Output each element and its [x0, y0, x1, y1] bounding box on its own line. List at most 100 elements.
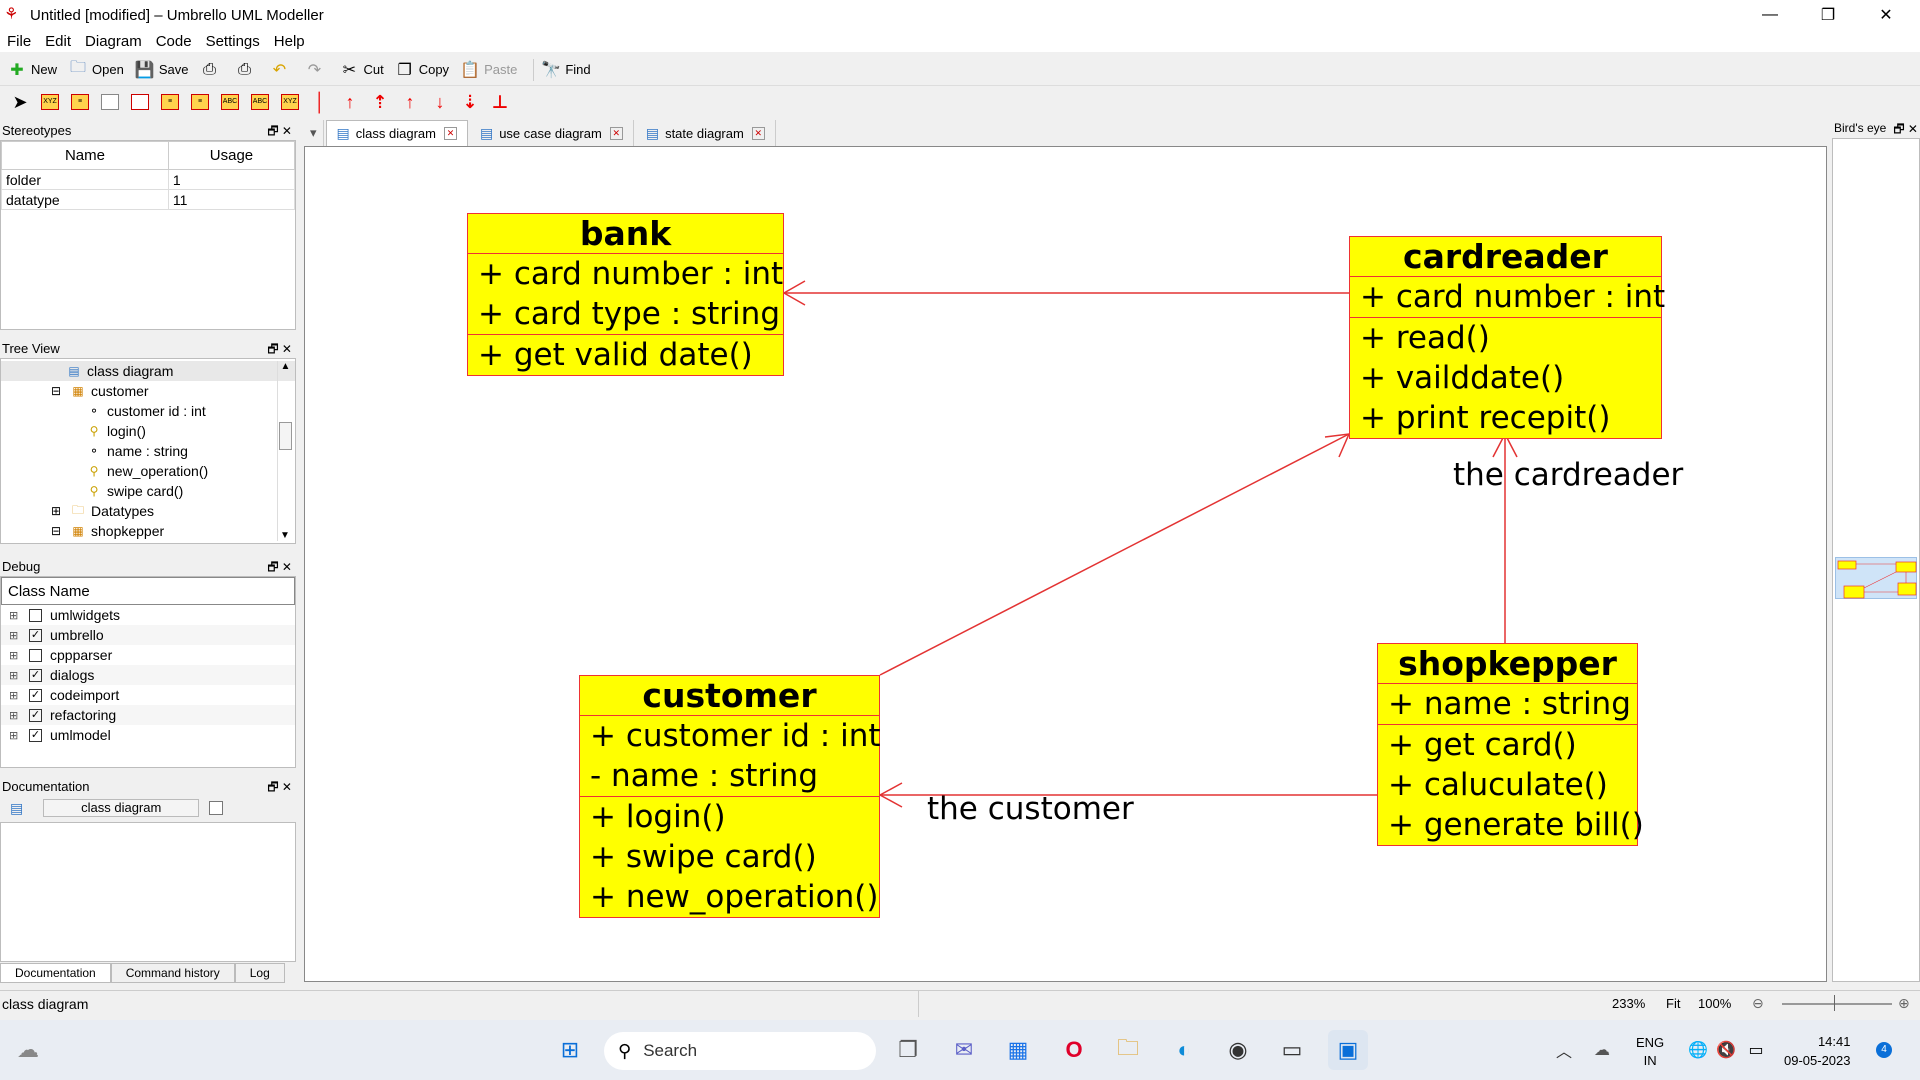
tab-class-diagram[interactable]: ▤class diagram✕ [325, 120, 468, 146]
edge-icon[interactable]: ◐ [1177, 1037, 1191, 1062]
expand-icon[interactable]: ⊞ [9, 709, 19, 722]
list-item[interactable]: ⊞✓dialogs [1, 665, 295, 685]
stereotypes-col-usage[interactable]: Usage [167, 141, 296, 170]
expand-icon[interactable]: ⊞ [9, 729, 19, 742]
save-button[interactable]: 💾Save [134, 59, 189, 81]
association-tool[interactable]: ↑ [398, 90, 422, 114]
start-icon[interactable]: ⊞ [560, 1037, 580, 1062]
open-button[interactable]: 🗀Open [67, 59, 124, 81]
tree-item[interactable]: ⊞🗀Datatypes [1, 501, 295, 521]
expand-icon[interactable]: ⊞ [9, 669, 19, 682]
stereotypes-col-name[interactable]: Name [1, 141, 169, 170]
list-item[interactable]: ⊞✓codeimport [1, 685, 295, 705]
dock-float-close-icons[interactable]: 🗗 ✕ [267, 342, 292, 356]
list-item[interactable]: ⊞umlwidgets [1, 605, 295, 625]
anchor-tool[interactable] [98, 90, 122, 114]
find-button[interactable]: 🔭Find [540, 59, 590, 81]
tree-item[interactable]: ⚬name : string [1, 441, 295, 461]
tree-scrollbar[interactable]: ▲ ▼ [277, 361, 293, 541]
diagram-canvas[interactable]: bank + card number : int + card type : s… [304, 146, 1827, 982]
store-icon[interactable]: ▦ [1007, 1037, 1029, 1062]
tab-command-history[interactable]: Command history [110, 963, 235, 983]
zoom-slider[interactable] [1782, 1003, 1892, 1005]
zoom-out-icon[interactable]: ⊖ [1752, 995, 1764, 1011]
redo-button[interactable]: ↷ [303, 59, 328, 81]
menu-settings[interactable]: Settings [205, 32, 260, 50]
zoom-slider-handle[interactable] [1834, 995, 1835, 1011]
documentation-field[interactable]: class diagram [43, 799, 200, 817]
tree-item[interactable]: ⊟▦customer [1, 381, 295, 401]
mysql-icon[interactable]: ▭ [1281, 1037, 1303, 1062]
tab-close-icon[interactable]: ✕ [443, 127, 457, 140]
dock-float-close-icons[interactable]: 🗗 ✕ [1893, 122, 1918, 136]
print-button[interactable]: ⎙ [198, 59, 223, 81]
tab-use-case-diagram[interactable]: ▤use case diagram✕ [470, 120, 634, 146]
scroll-thumb[interactable] [279, 422, 292, 450]
expand-icon[interactable]: ⊞ [9, 609, 19, 622]
containment-tool[interactable]: ⊥ [488, 90, 512, 114]
weather-icon[interactable]: ☁ [17, 1037, 39, 1062]
role-label-customer[interactable]: the customer [927, 791, 1134, 827]
tree-item[interactable]: ▤class diagram [1, 361, 295, 381]
zoom-in-icon[interactable]: ⊕ [1898, 995, 1910, 1011]
language-indicator[interactable]: ENG IN [1636, 1034, 1664, 1070]
dock-float-close-icons[interactable]: 🗗 ✕ [267, 124, 292, 138]
birds-eye-viewport[interactable] [1835, 557, 1917, 599]
enum-tool[interactable]: ABC [248, 90, 272, 114]
expand-icon[interactable]: ⊞ [9, 689, 19, 702]
directional-association-tool[interactable]: ↓ [428, 90, 452, 114]
minimize-button[interactable]: — [1762, 6, 1778, 23]
tab-close-icon[interactable]: ✕ [751, 126, 765, 140]
generalization-tool[interactable]: │ [308, 90, 332, 114]
tree-item[interactable]: ⚲swipe card() [1, 481, 295, 501]
debug-checkbox[interactable]: ✓ [29, 668, 42, 682]
zoom-fit-button[interactable]: Fit [1666, 996, 1681, 1011]
debug-checkbox[interactable]: ✓ [29, 628, 42, 642]
table-row[interactable]: folder 1 [1, 169, 296, 190]
expand-icon[interactable]: ⊞ [9, 649, 19, 662]
debug-checkbox[interactable] [29, 608, 42, 622]
class-shopkepper[interactable]: shopkepper + name : string + get card() … [1377, 643, 1644, 846]
battery-icon[interactable]: ▭ [1748, 1042, 1764, 1059]
expand-icon[interactable]: ⊞ [9, 629, 19, 642]
scroll-up-icon[interactable]: ▲ [280, 361, 291, 372]
zoom-100-button[interactable]: 100% [1698, 996, 1732, 1011]
table-row[interactable]: datatype 11 [1, 189, 296, 210]
note-tool[interactable]: ≡ [68, 90, 92, 114]
notification-badge[interactable]: 4 [1876, 1042, 1892, 1058]
file-explorer-icon[interactable]: 🗀 [1116, 1035, 1139, 1060]
debug-col-header[interactable]: Class Name [1, 577, 295, 605]
birds-eye-view[interactable] [1832, 138, 1920, 982]
select-tool[interactable]: ➤ [8, 90, 32, 114]
new-tab-button[interactable]: ▾ [304, 120, 324, 146]
network-icon[interactable]: 🌐 [1688, 1042, 1708, 1059]
composition-tool[interactable]: ⇣ [458, 90, 482, 114]
association-customer-cardreader[interactable] [879, 433, 1350, 676]
datatype-tool[interactable]: ABC [218, 90, 242, 114]
documentation-checkbox[interactable] [209, 801, 224, 815]
paste-button[interactable]: 📋Paste [459, 59, 517, 81]
dock-float-close-icons[interactable]: 🗗 ✕ [267, 780, 292, 794]
new-button[interactable]: ✚New [6, 59, 57, 81]
list-item[interactable]: ⊞cppparser [1, 645, 295, 665]
tree-item[interactable]: ⚲new_operation() [1, 461, 295, 481]
menu-code[interactable]: Code [155, 32, 192, 50]
opera-icon[interactable]: O [1065, 1037, 1083, 1062]
maximize-button[interactable]: ❐ [1820, 7, 1836, 24]
tab-state-diagram[interactable]: ▤state diagram✕ [636, 120, 776, 146]
tab-close-icon[interactable]: ✕ [609, 126, 623, 140]
clock[interactable]: 14:41 09-05-2023 [1784, 1032, 1851, 1070]
speaker-muted-icon[interactable]: 🔇 [1716, 1042, 1736, 1059]
list-item[interactable]: ⊞✓umlmodel [1, 725, 295, 745]
close-button[interactable]: ✕ [1879, 7, 1893, 24]
copy-button[interactable]: ❐Copy [394, 59, 450, 81]
menu-file[interactable]: File [7, 32, 32, 50]
umbrello-taskbar-icon[interactable]: ▣ [1328, 1030, 1368, 1070]
class-bank[interactable]: bank + card number : int + card type : s… [467, 213, 784, 376]
print-preview-button[interactable]: ⎙ [233, 59, 258, 81]
menu-help[interactable]: Help [273, 32, 305, 50]
list-item[interactable]: ⊞✓umbrello [1, 625, 295, 645]
tree-item[interactable]: ⊟▦shopkepper [1, 521, 295, 541]
debug-checkbox[interactable]: ✓ [29, 708, 42, 722]
cut-button[interactable]: ✂Cut [338, 59, 384, 81]
